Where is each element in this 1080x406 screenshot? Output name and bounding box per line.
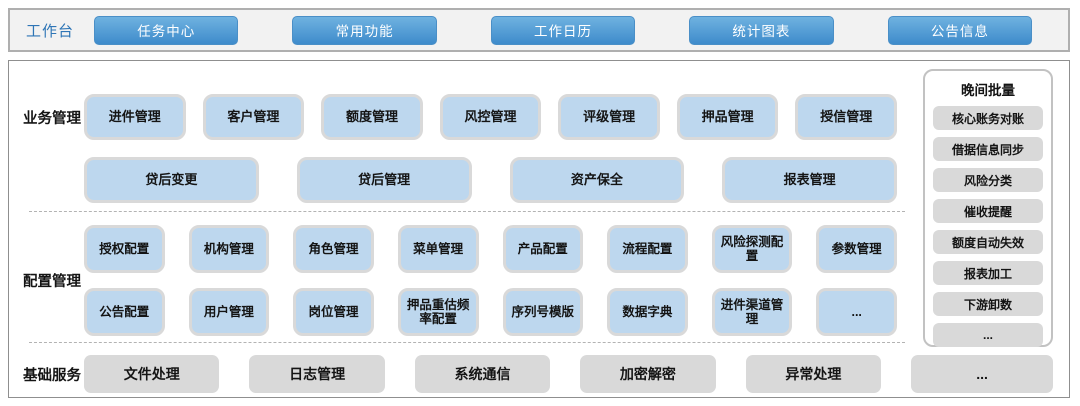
config-module-box[interactable]: 进件渠道管理 (711, 288, 793, 336)
config-row-2: 公告配置 用户管理 岗位管理 押品重估频率配置 序列号模版 数据字典 进件渠 (84, 288, 897, 336)
service-box[interactable]: ... (911, 355, 1054, 393)
config-module-box[interactable]: 机构管理 (188, 225, 270, 273)
config-module-box[interactable]: 产品配置 (502, 225, 584, 273)
main-panel: 业务管理 进件管理 客户管理 额度管理 风控管理 评级管理 (8, 60, 1070, 398)
service-box[interactable]: 异常处理 (745, 355, 882, 393)
workbench-bar: 工作台 任务中心 常用功能 工作日历 统计图表 公告信息 (8, 8, 1070, 52)
config-module-box[interactable]: 流程配置 (607, 225, 688, 273)
night-batch-title: 晚间批量 (961, 83, 1015, 98)
main-top-area: 业务管理 进件管理 客户管理 额度管理 风控管理 评级管理 (9, 61, 1069, 347)
batch-job-box[interactable]: 额度自动失效 (933, 230, 1043, 254)
business-module-box[interactable]: 资产保全 (509, 157, 685, 203)
config-module-box[interactable]: 风险探测配置 (711, 225, 793, 273)
workbench-button[interactable]: 公告信息 (887, 15, 1033, 45)
batch-job-box[interactable]: ... (933, 323, 1043, 347)
night-batch-column: 晚间批量 核心账务对账 借据信息同步 风险分类 催收提醒 额度自动失效 报表加工 (923, 61, 1069, 347)
batch-job-box[interactable]: 催收提醒 (933, 199, 1043, 223)
section-label-config: 配置管理 (23, 274, 81, 290)
config-module-box[interactable]: 岗位管理 (293, 288, 374, 336)
workbench-button[interactable]: 统计图表 (689, 15, 834, 45)
business-module-box[interactable]: 报表管理 (722, 157, 897, 203)
business-module-box[interactable]: 贷后管理 (296, 157, 472, 203)
business-module-box[interactable]: 评级管理 (558, 94, 660, 140)
workbench-buttons: 任务中心 常用功能 工作日历 统计图表 公告信息 (94, 15, 1033, 45)
config-module-box[interactable]: 序列号模版 (502, 288, 584, 336)
business-module-box[interactable]: 进件管理 (84, 94, 186, 140)
service-box[interactable]: 加密解密 (580, 355, 716, 393)
config-module-box[interactable]: 公告配置 (84, 288, 165, 336)
business-module-box[interactable]: 客户管理 (202, 94, 305, 140)
night-batch-items: 核心账务对账 借据信息同步 风险分类 催收提醒 额度自动失效 报表加工 下游卸数 (933, 106, 1043, 347)
config-module-box[interactable]: 用户管理 (188, 288, 270, 336)
section-config: 配置管理 授权配置 机构管理 角色管理 菜单管理 产品配置 (9, 225, 923, 336)
base-services-items: 文件处理 日志管理 系统通信 加密解密 异常处理 ... (84, 355, 1054, 393)
workbench-button[interactable]: 常用功能 (292, 15, 437, 45)
config-module-box[interactable]: 角色管理 (293, 225, 374, 273)
service-box[interactable]: 系统通信 (414, 355, 551, 393)
workbench-label: 工作台 (26, 22, 75, 40)
batch-job-box[interactable]: 核心账务对账 (933, 106, 1043, 130)
business-module-box[interactable]: 授信管理 (795, 94, 898, 140)
section-divider (29, 211, 905, 212)
business-row-2: 贷后变更 贷后管理 资产保全 报表管理 (84, 157, 897, 203)
left-sections: 业务管理 进件管理 客户管理 额度管理 风控管理 评级管理 (9, 61, 923, 347)
business-row-1: 进件管理 客户管理 额度管理 风控管理 评级管理 押品管理 授信管理 (84, 94, 898, 140)
night-batch-panel: 晚间批量 核心账务对账 借据信息同步 风险分类 催收提醒 额度自动失效 报表加工 (923, 69, 1053, 347)
config-row-1: 授权配置 机构管理 角色管理 菜单管理 产品配置 流程配置 风险探测配置 (84, 225, 897, 273)
section-label-business: 业务管理 (23, 110, 81, 127)
config-module-box[interactable]: 授权配置 (84, 225, 165, 273)
config-module-box[interactable]: 菜单管理 (397, 225, 479, 273)
config-module-box[interactable]: 参数管理 (816, 225, 897, 273)
batch-job-box[interactable]: 风险分类 (933, 168, 1043, 192)
business-module-box[interactable]: 贷后变更 (84, 157, 259, 203)
service-box[interactable]: 文件处理 (84, 355, 220, 393)
business-module-box[interactable]: 押品管理 (676, 94, 779, 140)
config-module-box[interactable]: 数据字典 (607, 288, 688, 336)
business-module-box[interactable]: 额度管理 (321, 94, 423, 140)
workbench-button[interactable]: 工作日历 (490, 15, 636, 45)
section-base-services: 基础服务 文件处理 日志管理 系统通信 加密解密 异常处理 ... (9, 355, 1069, 393)
workbench-button[interactable]: 任务中心 (94, 15, 239, 45)
batch-job-box[interactable]: 报表加工 (933, 261, 1043, 285)
config-module-box[interactable]: ... (816, 288, 897, 336)
config-module-box[interactable]: 押品重估频率配置 (397, 288, 479, 336)
batch-job-box[interactable]: 下游卸数 (933, 292, 1043, 316)
section-divider (29, 342, 905, 343)
business-module-box[interactable]: 风控管理 (439, 94, 542, 140)
service-box[interactable]: 日志管理 (249, 355, 385, 393)
section-label-base: 基础服务 (23, 367, 81, 384)
batch-job-box[interactable]: 借据信息同步 (933, 137, 1043, 161)
section-business: 业务管理 进件管理 客户管理 额度管理 风控管理 评级管理 (9, 94, 923, 203)
